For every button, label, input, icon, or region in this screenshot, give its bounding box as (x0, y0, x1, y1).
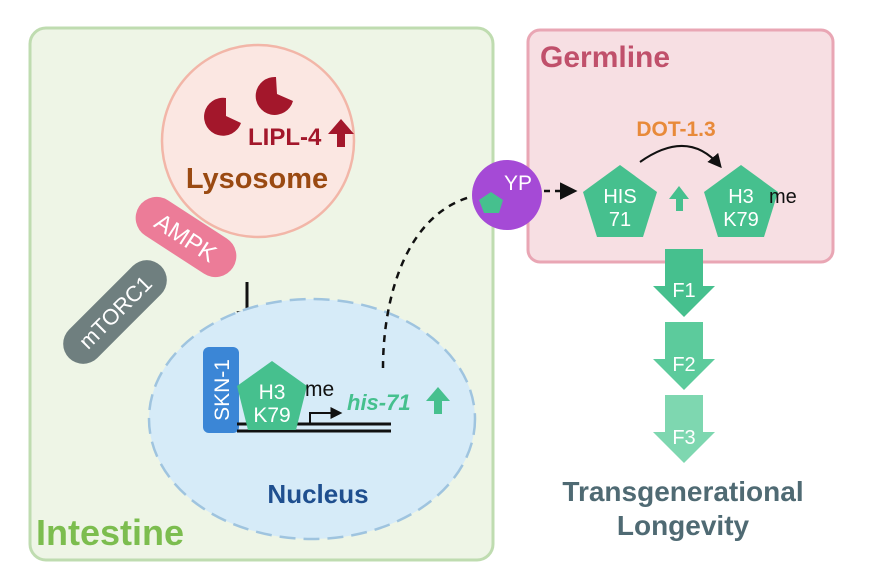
lipase-icon (255, 76, 293, 115)
export-path (381, 193, 479, 369)
up-arrow-icon (328, 119, 354, 147)
generation-label: F1 (672, 280, 695, 302)
methyl-mark: me (769, 186, 797, 208)
generation-f2: F2 (653, 322, 715, 390)
up-arrow-icon (426, 387, 450, 414)
generation-label: F3 (672, 427, 695, 449)
methyl-mark: me (305, 378, 334, 401)
histone-line1: H3 (259, 381, 286, 404)
h3k79-line2: K79 (723, 209, 759, 231)
promoter-arrow (309, 407, 343, 424)
skn1-factor (203, 347, 239, 433)
generation-f3: F3 (653, 395, 715, 463)
germline-label: Germline (540, 41, 670, 74)
lipase-label: LIPL-4 (248, 124, 322, 151)
yp-carrier (472, 160, 542, 230)
generation-f1: F1 (653, 249, 715, 317)
outcome-line2: Longevity (617, 510, 750, 541)
intestine-label: Intestine (36, 512, 184, 553)
his71-line2: 71 (609, 209, 631, 231)
his71-line1: HIS (603, 186, 636, 208)
histone-line2: K79 (253, 404, 290, 427)
nucleus-label: Nucleus (267, 479, 368, 509)
histone-his71 (583, 165, 657, 237)
histone-cargo-icon (479, 192, 503, 213)
lysosome (160, 43, 356, 239)
histone-h3k79-nucleus (237, 361, 307, 430)
enzyme-label: DOT-1.3 (636, 118, 715, 141)
generation-label: F2 (672, 354, 695, 376)
gene-label: his-71 (347, 390, 411, 415)
skn1-label: SKN-1 (211, 359, 234, 421)
up-arrow-icon (669, 186, 689, 211)
methylation-arrow (639, 145, 722, 169)
lysosome-label: Lysosome (186, 163, 328, 195)
outcome-line1: Transgenerational (562, 476, 803, 507)
lipase-icon (204, 97, 241, 136)
histone-h3k79-germline (704, 165, 778, 237)
yp-label: YP (504, 172, 532, 195)
h3k79-line1: H3 (728, 186, 754, 208)
